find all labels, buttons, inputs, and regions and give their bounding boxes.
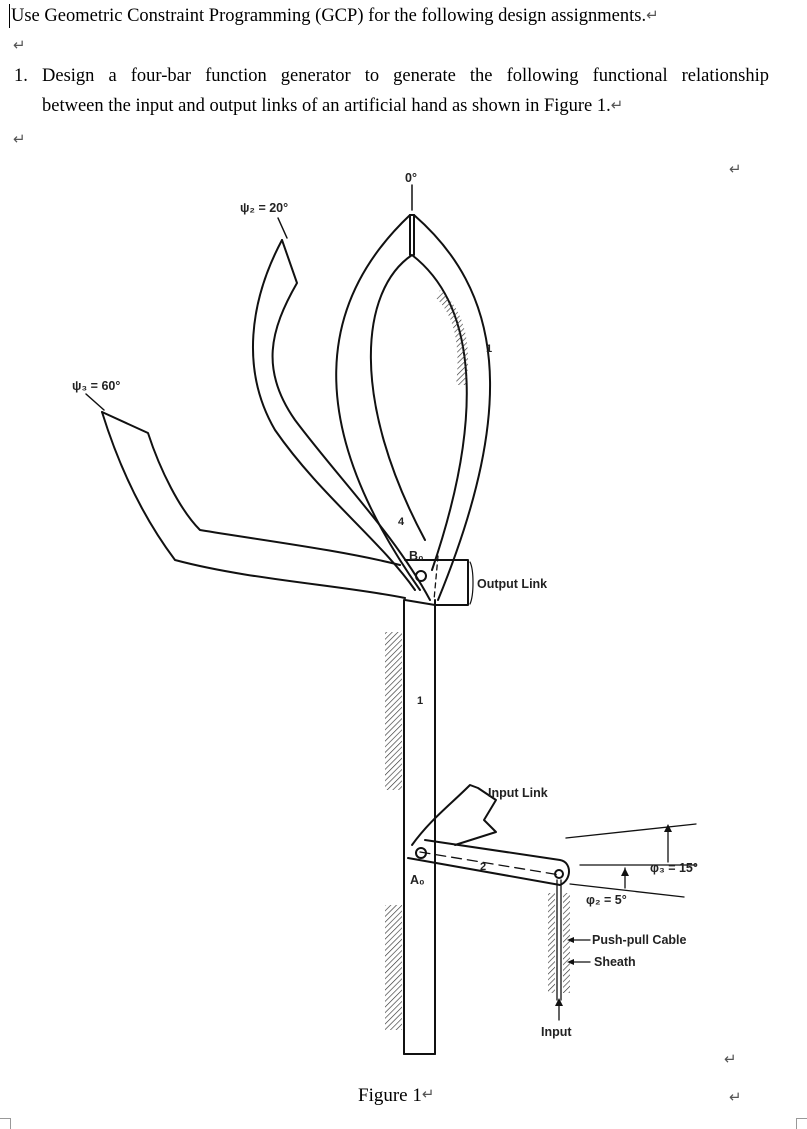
pivot-b0-label: B₀ xyxy=(409,549,424,563)
ground-link-label: 1 xyxy=(417,695,423,707)
paragraph-mark-icon: ↵ xyxy=(724,1050,737,1068)
paragraph-mark-icon: ↵ xyxy=(421,1085,435,1103)
page-corner-marker xyxy=(796,1118,807,1129)
phi3-label: φ₃ = 15° xyxy=(650,861,698,875)
figure-caption-text: Figure 1 xyxy=(358,1085,422,1106)
list-item-number: 1. xyxy=(14,66,28,86)
sheath-right-hatch xyxy=(563,893,570,993)
output-link-0deg xyxy=(335,214,491,601)
list-item-line-1: Design a four-bar function generator to … xyxy=(42,66,769,86)
output-link-label: Output Link xyxy=(477,577,547,591)
output-link-crank xyxy=(404,555,469,606)
link-4-label: 4 xyxy=(398,516,405,528)
pivot-b0 xyxy=(415,570,427,582)
list-item-line-2: between the input and output links of an… xyxy=(42,96,623,117)
input-label: Input xyxy=(541,1025,572,1039)
input-arrowhead xyxy=(555,998,563,1006)
psi3-label: ψ₃ = 60° xyxy=(72,379,120,393)
psi2-label: ψ₂ = 20° xyxy=(240,201,288,215)
list-item-line-2-text: between the input and output links of an… xyxy=(42,96,611,116)
input-link-label: Input Link xyxy=(488,786,548,800)
ground-hatch-lower xyxy=(385,905,402,1030)
figure-caption: Figure 1↵ xyxy=(358,1085,434,1107)
ground-link xyxy=(403,599,436,1055)
finger-pad-hatch xyxy=(436,290,469,385)
pivot-a0-label: A₀ xyxy=(410,873,425,887)
link-2-label: 2 xyxy=(480,861,486,873)
sheath-left-hatch xyxy=(548,893,555,993)
paragraph-mark-icon: ↵ xyxy=(729,1088,742,1106)
text-cursor xyxy=(9,4,10,28)
cable-joint xyxy=(554,869,564,879)
push-pull-cable-label: Push-pull Cable xyxy=(592,933,687,947)
ground-hatch-upper xyxy=(385,632,402,790)
output-link-bracket xyxy=(469,561,474,605)
input-link xyxy=(407,784,570,886)
intro-text: Use Geometric Constraint Programming (GC… xyxy=(11,6,647,26)
paragraph-mark-icon: ↵ xyxy=(13,36,26,54)
push-pull-cable xyxy=(556,879,562,1001)
sheath-label: Sheath xyxy=(594,955,636,969)
zero-angle-label: 0° xyxy=(405,171,417,185)
phi2-label: φ₂ = 5° xyxy=(586,893,627,907)
paragraph-mark-icon: ↵ xyxy=(610,96,624,114)
page-corner-marker xyxy=(0,1118,11,1129)
output-link-60deg xyxy=(101,411,406,599)
paragraph-mark-icon: ↵ xyxy=(646,6,659,24)
pivot-a0 xyxy=(415,847,427,859)
intro-paragraph: Use Geometric Constraint Programming (GC… xyxy=(11,6,659,27)
paragraph-mark-icon: ↵ xyxy=(729,160,742,178)
psi2-pointer xyxy=(277,217,288,239)
output-link-20deg xyxy=(252,239,431,601)
paragraph-mark-icon: ↵ xyxy=(13,130,26,148)
link-1-label: 1 xyxy=(486,343,492,355)
psi3-pointer xyxy=(85,393,105,411)
phi2-reference-line xyxy=(569,883,685,898)
phi3-reference-line xyxy=(565,823,697,839)
